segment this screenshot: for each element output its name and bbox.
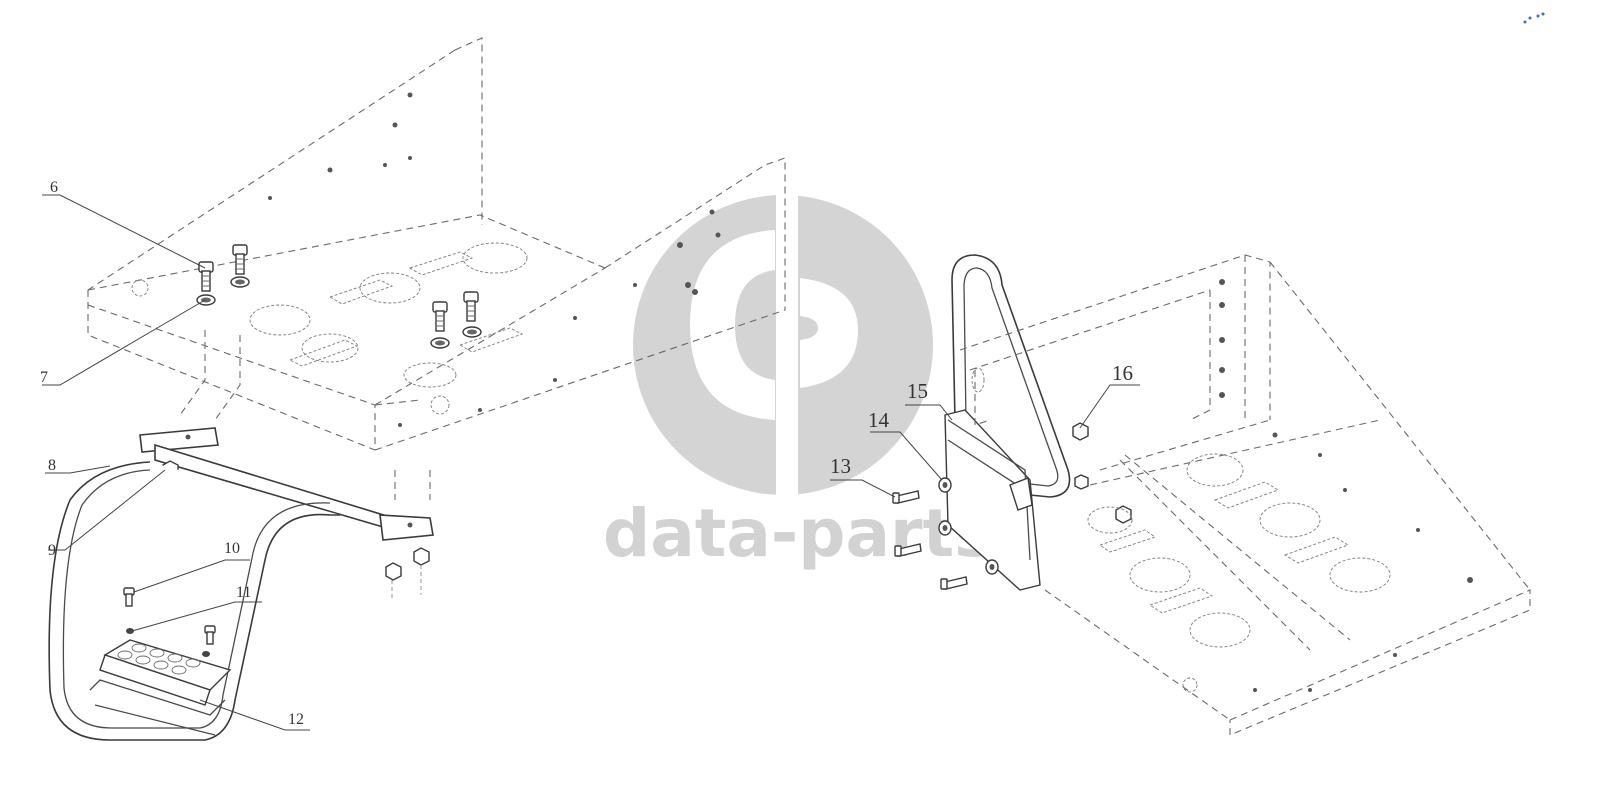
leader-14: [870, 431, 943, 481]
leader-12: [199, 699, 310, 731]
callout-13: 13: [830, 454, 851, 478]
leader-6: [42, 194, 206, 269]
leader-8: [45, 465, 111, 474]
watermark: data-parts: [603, 195, 993, 572]
bolt-13-a: [892, 490, 920, 504]
leader-15: [905, 404, 953, 421]
callout-7: 7: [40, 369, 48, 386]
bolt-11: [204, 625, 216, 645]
callout-12: 12: [288, 711, 304, 728]
nut-16-a: [1072, 422, 1089, 441]
callout-10: 10: [224, 540, 240, 557]
bolt-10: [123, 587, 135, 607]
upper-bolts: [196, 244, 482, 349]
leader-10: [133, 559, 250, 593]
bolt-6-c: [432, 301, 448, 332]
callout-16: 16: [1112, 361, 1133, 385]
callout-11: 11: [236, 584, 251, 601]
callout-9: 9: [48, 542, 56, 559]
grab-handle-assembly: [892, 254, 1132, 591]
callout-labels: 6 7 8 9 10 11 12 13 14 15 16: [40, 179, 1133, 728]
leader-16: [1079, 384, 1140, 429]
callout-8: 8: [48, 457, 56, 474]
nut-16-c: [1115, 505, 1132, 524]
nut-9-b: [385, 562, 402, 581]
bolt-6-b: [232, 244, 248, 275]
callout-14: 14: [868, 408, 890, 432]
washer-11: [126, 628, 134, 634]
step-plate-holes: [117, 643, 201, 675]
corner-mark-icon: [1523, 12, 1545, 24]
step-bracket-assembly: [48, 427, 434, 741]
leader-7: [42, 299, 206, 386]
callout-6: 6: [50, 179, 58, 196]
leader-11: [131, 601, 262, 632]
bolt-6-a: [198, 261, 214, 292]
leader-9: [48, 469, 166, 551]
nut-16-b: [1074, 474, 1089, 490]
upper-left-platform: [87, 37, 786, 500]
callout-15: 15: [907, 379, 928, 403]
leader-lines: [42, 194, 1140, 731]
bolt-13-c: [940, 576, 968, 590]
nut-9-c: [413, 547, 430, 566]
watermark-text: data-parts: [603, 495, 993, 572]
lower-right-step-box: [959, 254, 1531, 736]
bolt-6-d: [463, 291, 479, 322]
watermark-logo: [633, 195, 933, 495]
bolt-13-b: [894, 543, 922, 557]
leader-13: [830, 479, 896, 498]
